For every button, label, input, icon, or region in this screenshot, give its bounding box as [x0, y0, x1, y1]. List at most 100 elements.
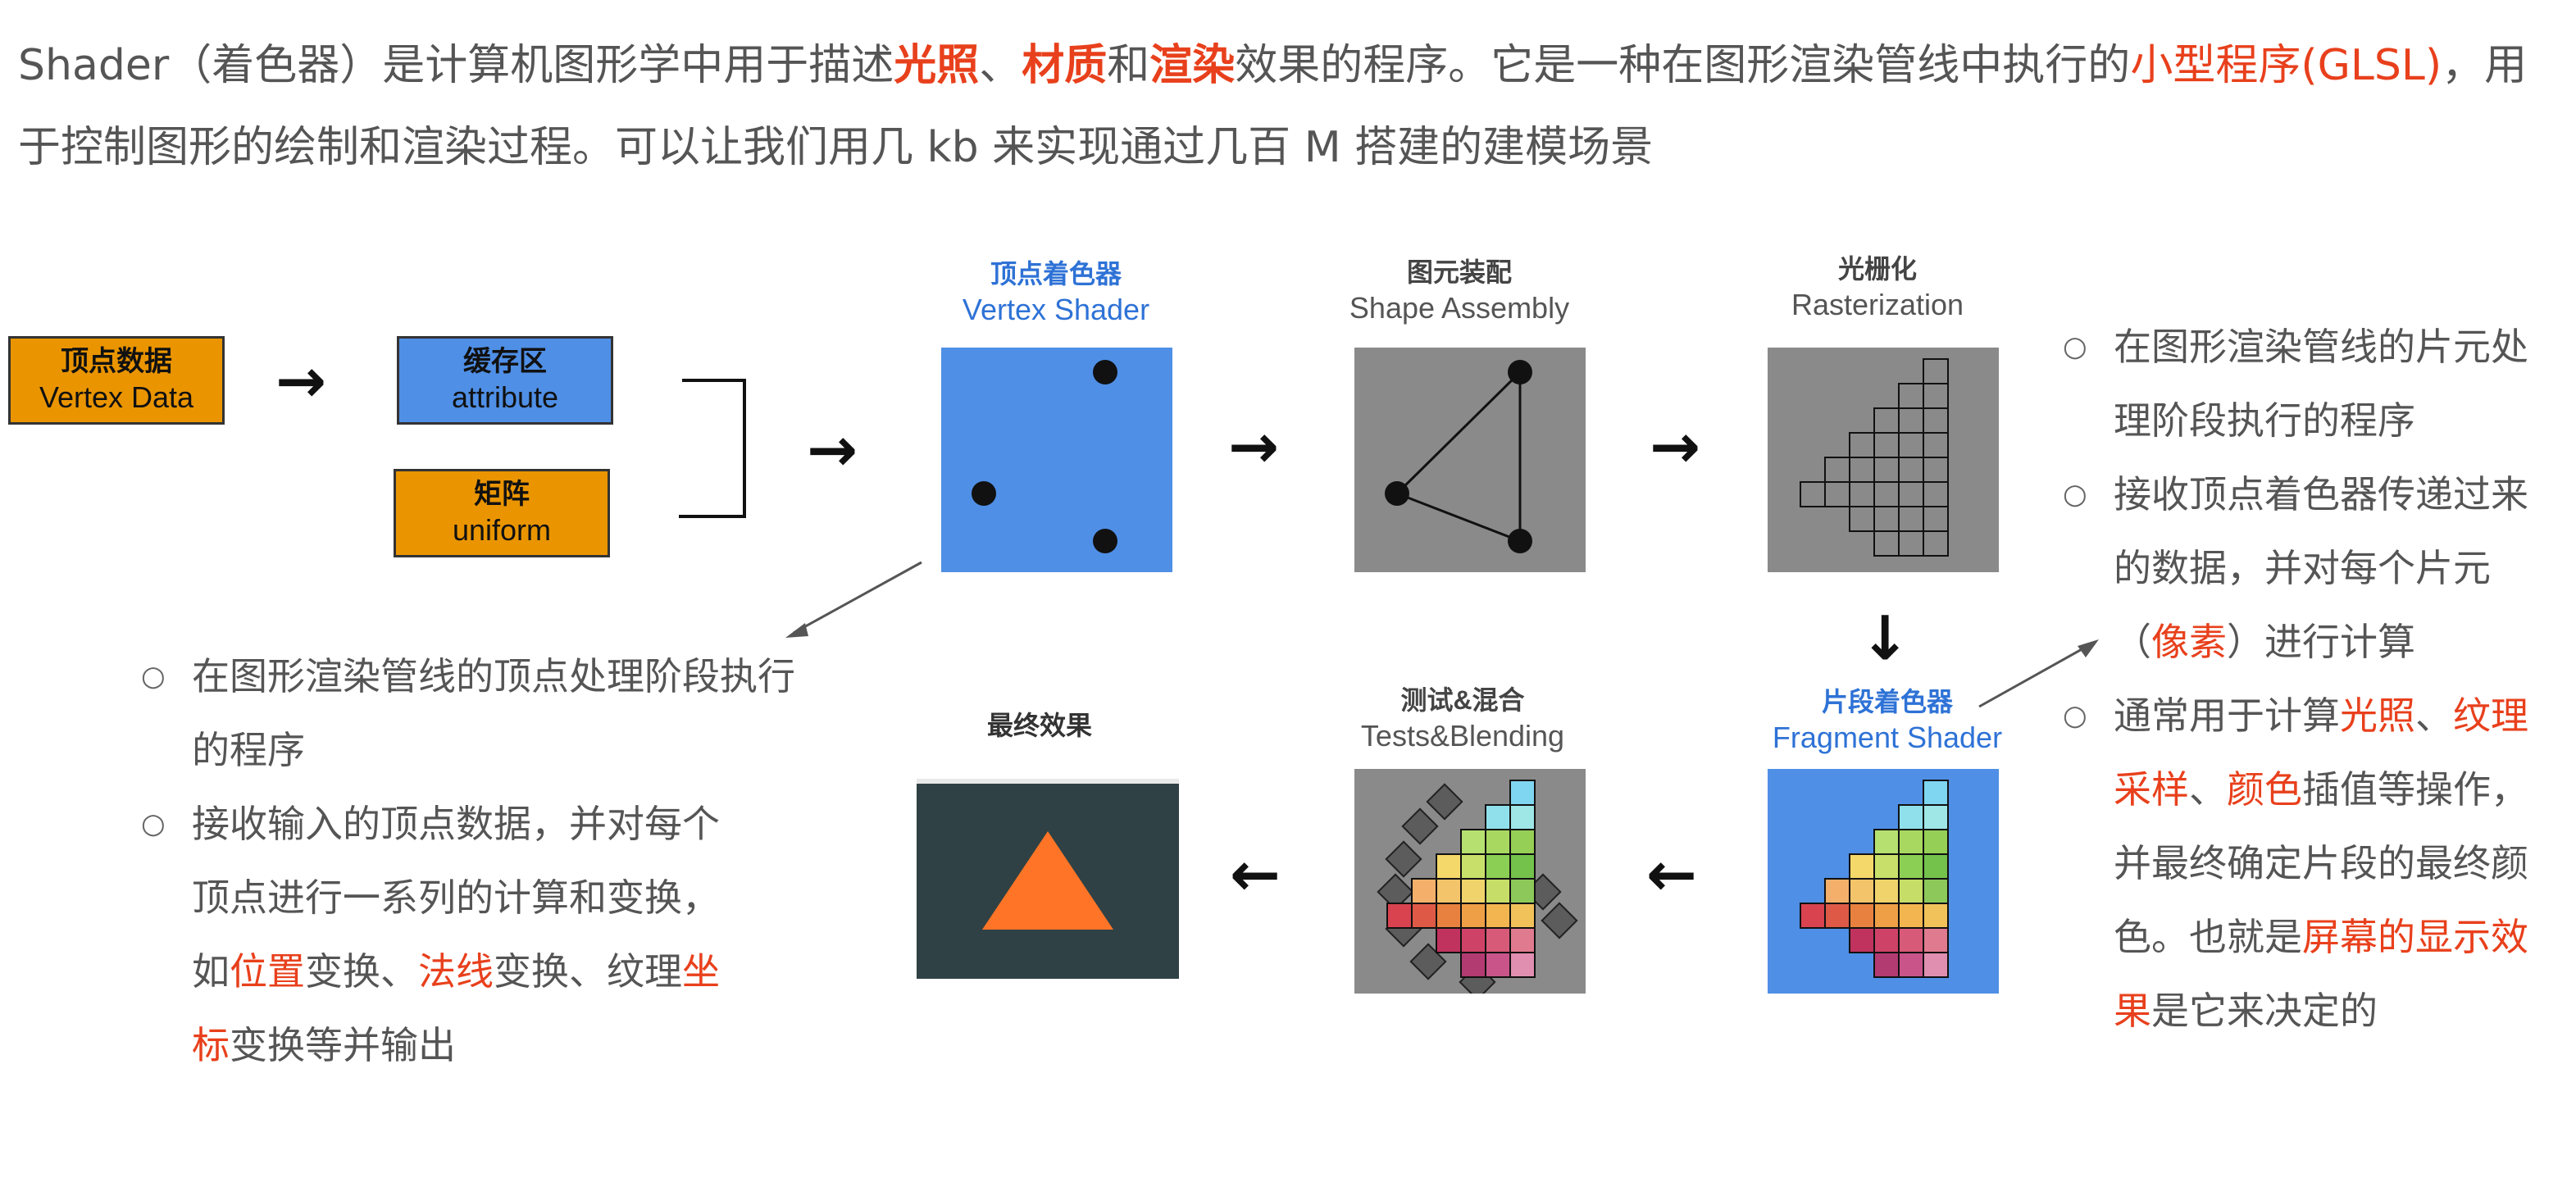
- discarded-fragment: [1401, 807, 1439, 845]
- intro-text: 和: [1107, 41, 1150, 90]
- vertex-shader-notes: ○在图形渲染管线的顶点处理阶段执行的程序 ○ 接收输入的顶点数据，并对每个顶点进行…: [141, 639, 797, 1082]
- pixel-cell: [1873, 927, 1900, 953]
- vertex-shader-en: Vertex Shader: [962, 293, 1150, 326]
- uniform-zh: 矩阵: [474, 479, 530, 510]
- pixel-cell: [1898, 927, 1924, 953]
- note-text: 并最终确定片段的最终颜: [2114, 841, 2528, 885]
- note-text: 理阶段执行的程序: [2114, 398, 2415, 443]
- note-highlight: 纹理: [2453, 694, 2528, 738]
- fragment-shader-zh: 片段着色器: [1821, 687, 1953, 716]
- right-arrow-icon: →: [807, 415, 858, 485]
- note-text: 变换、: [305, 949, 418, 994]
- note-text: 接收输入的顶点数据，并对每个: [192, 802, 720, 846]
- rasterization-title: 光栅化 Rasterization: [1730, 251, 2025, 323]
- shape-assembly-en: Shape Assembly: [1349, 291, 1570, 325]
- discarded-fragment: [1385, 840, 1422, 878]
- pixel-cell: [1509, 804, 1536, 830]
- pixel-cell: [1898, 878, 1924, 904]
- vertex-note-pointer: [793, 561, 922, 634]
- bullet-icon: ○: [2063, 478, 2087, 511]
- right-arrow-icon: →: [275, 346, 327, 416]
- intro-text: ，用于控制图形的绘制和渲染过程。可以让我们用几 kb 来实现通过几百 M 搭建的…: [18, 41, 2528, 172]
- note-text: 色。也就是: [2114, 915, 2302, 959]
- vertex-point: [1093, 529, 1117, 553]
- final-effect-panel: [917, 779, 1179, 979]
- intro-highlight-material: 材质: [1022, 41, 1108, 90]
- note-text: 在图形渲染管线的片元处: [2114, 325, 2528, 369]
- fragment-shader-notes: ○ 在图形渲染管线的片元处理阶段执行的程序 ○接收顶点着色器传递过来的数据，并对每…: [2063, 310, 2571, 1048]
- left-arrow-icon: ←: [1646, 839, 1698, 910]
- note-item: ○在图形渲染管线的顶点处理阶段执行的程序: [141, 639, 797, 787]
- fragment-shader-en: Fragment Shader: [1772, 721, 2003, 754]
- note-highlight: 标: [192, 1023, 230, 1067]
- note-text: 如: [192, 949, 230, 994]
- pixel-cell: [1873, 853, 1900, 880]
- note-item: ○接收输入的顶点数据，并对每个顶点进行一系列的计算和变换，如位置变换、法线变换、…: [141, 787, 797, 1082]
- vertex-point: [1385, 481, 1409, 506]
- pixel-cell: [1436, 878, 1462, 904]
- tests-blending-panel: [1354, 769, 1586, 994]
- note-text: 通常用于计算: [2114, 694, 2340, 738]
- pixel-cell: [1923, 829, 1949, 855]
- shape-assembly-title: 图元装配 Shape Assembly: [1312, 254, 1607, 326]
- pixel-cell: [1460, 853, 1486, 880]
- note-highlight: 法线: [418, 949, 494, 994]
- pixel-cell: [1849, 878, 1875, 904]
- pixel-cell: [1800, 903, 1826, 929]
- pixel-cell: [1485, 903, 1511, 929]
- note-text: 、: [2415, 694, 2453, 738]
- note-text: 在图形渲染管线的顶点处理阶段执行的程序: [192, 654, 795, 772]
- vertex-shader-title: 顶点着色器 Vertex Shader: [908, 256, 1204, 328]
- pixel-cell: [1898, 829, 1924, 855]
- pixel-cell: [1873, 878, 1900, 904]
- pixel-cell: [1849, 903, 1875, 929]
- pixel-cell: [1485, 878, 1511, 904]
- note-text: 是它来决定的: [2151, 989, 2378, 1033]
- pixel-cell: [1849, 853, 1875, 880]
- note-text: 顶点进行一系列的计算和变换，: [192, 875, 720, 920]
- uniform-box: 矩阵 uniform: [394, 469, 610, 557]
- pixel-cell: [1386, 903, 1413, 929]
- pixel-cell: [1923, 530, 1949, 557]
- shape-assembly-zh: 图元装配: [1406, 257, 1512, 287]
- note-highlight: 果: [2114, 989, 2151, 1033]
- note-highlight: 位置: [230, 949, 305, 994]
- pixel-cell: [1460, 903, 1486, 929]
- pixel-cell: [1509, 927, 1536, 953]
- note-item: ○通常用于计算光照、纹理采样、颜色插值等操作，并最终确定片段的最终颜色。也就是屏…: [2063, 679, 2571, 1048]
- discarded-fragment: [1377, 873, 1414, 911]
- intro-text: 效果的程序。它是一种在图形渲染管线中执行的: [1235, 41, 2131, 90]
- pixel-cell: [1923, 780, 1949, 806]
- pixel-cell: [1923, 927, 1949, 953]
- pixel-cell: [1460, 878, 1486, 904]
- note-highlight: 像素: [2151, 620, 2227, 664]
- pixel-cell: [1485, 927, 1511, 953]
- discarded-fragment: [1426, 783, 1463, 821]
- pixel-cell: [1411, 878, 1437, 904]
- pixel-cell: [1873, 829, 1900, 855]
- bullet-icon: ○: [2063, 699, 2087, 732]
- pixel-cell: [1898, 903, 1924, 929]
- fragment-shader-panel: [1768, 769, 1999, 994]
- pixel-cell: [1509, 903, 1536, 929]
- pixel-cell: [1898, 952, 1924, 978]
- intro-text: 、: [979, 41, 1022, 90]
- pixel-cell: [1923, 952, 1949, 978]
- note-text: 变换等并输出: [230, 1023, 456, 1067]
- note-highlight: 光照: [2340, 694, 2415, 738]
- note-highlight: 采样: [2114, 767, 2189, 812]
- pixel-cell: [1509, 853, 1536, 880]
- attribute-box: 缓存区 attribute: [397, 336, 613, 425]
- right-arrow-icon: →: [1228, 412, 1280, 482]
- note-highlight: 屏幕的显示效: [2302, 915, 2528, 959]
- note-highlight: 坐: [682, 949, 720, 994]
- vertex-point: [1508, 360, 1532, 384]
- shape-assembly-panel: [1354, 348, 1586, 572]
- note-item: ○接收顶点着色器传递过来的数据，并对每个片元（像素）进行计算: [2063, 457, 2571, 679]
- note-text: ）进行计算: [2227, 620, 2415, 664]
- vertex-point: [1093, 360, 1117, 384]
- tests-blending-zh: 测试&混合: [1400, 685, 1525, 715]
- final-effect-title: 最终效果: [987, 711, 1093, 740]
- bullet-icon: ○: [141, 807, 166, 840]
- note-text: 的数据，并对每个片元: [2114, 546, 2491, 590]
